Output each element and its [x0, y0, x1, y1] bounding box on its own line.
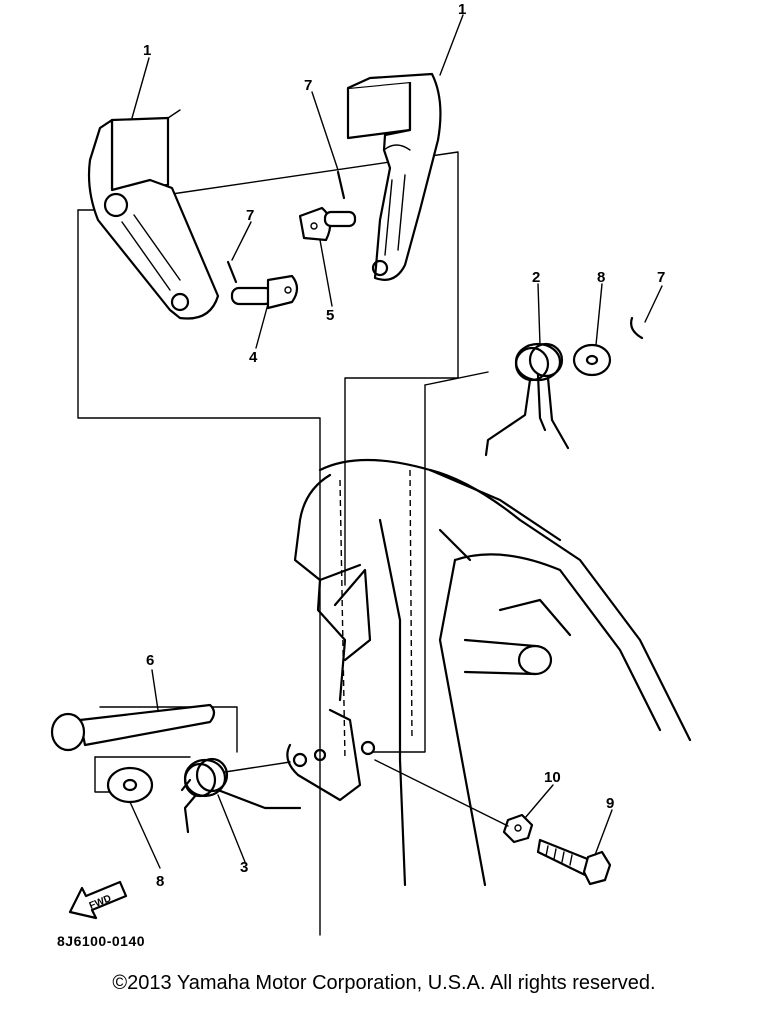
cotter-pins — [226, 170, 644, 340]
callout-1-right: 1 — [458, 1, 466, 18]
callout-1-left: 1 — [143, 42, 151, 59]
nut — [502, 813, 534, 844]
copyright-notice: ©2013 Yamaha Motor Corporation, U.S.A. A… — [112, 972, 656, 994]
catalog-code: 8J6100-0140 — [57, 933, 146, 949]
pedal-bracket-right — [346, 72, 442, 281]
frame-body — [286, 458, 692, 887]
callout-7-right: 7 — [657, 269, 665, 286]
joint — [298, 206, 357, 242]
fwd-arrow-icon: FWD — [68, 880, 128, 920]
callout-labels: 1 1 7 7 4 5 2 8 7 6 8 3 10 9 — [143, 1, 665, 890]
leader-lines — [129, 14, 663, 869]
pedal-bracket-left — [87, 109, 220, 320]
return-spring-lower — [180, 757, 302, 834]
clevis-pin — [230, 274, 299, 310]
callout-7-top: 7 — [304, 77, 312, 94]
callout-3: 3 — [240, 859, 248, 876]
callout-4: 4 — [249, 349, 258, 366]
assembly-outline — [77, 151, 489, 936]
callout-2: 2 — [532, 269, 540, 286]
callout-8-lower: 8 — [156, 873, 164, 890]
callout-6: 6 — [146, 652, 154, 669]
bolt — [536, 838, 612, 886]
return-spring-upper — [484, 342, 570, 457]
washer-upper — [572, 343, 612, 377]
washer-lower — [106, 766, 154, 804]
callout-7-left: 7 — [246, 207, 254, 224]
callout-5: 5 — [326, 307, 334, 324]
pivot-shaft — [50, 703, 216, 752]
callout-10: 10 — [544, 769, 561, 786]
callout-8-upper: 8 — [597, 269, 605, 286]
callout-9: 9 — [606, 795, 614, 812]
